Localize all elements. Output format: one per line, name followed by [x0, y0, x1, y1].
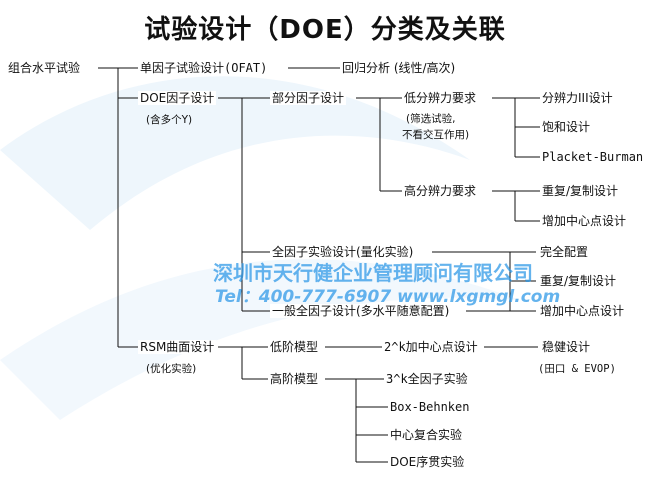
node-low-order: 低阶模型: [268, 340, 321, 354]
node-fractional: 部分因子设计: [270, 91, 347, 105]
node-low-order-design: 2^k加中心点设计: [382, 340, 480, 354]
node-ofat: 单因子试验设计(OFAT): [138, 61, 270, 75]
node-low-res: 低分辨力要求: [402, 91, 479, 105]
node-high-order: 高阶模型: [268, 372, 321, 386]
note-low-res-2: 不看交互作用): [402, 129, 470, 141]
node-res3: 分辨力III设计: [540, 91, 615, 105]
note-low-res-1: (筛选试验,: [406, 113, 456, 125]
node-root: 组合水平试验: [6, 61, 83, 75]
note-doe: (含多个Y): [146, 114, 193, 126]
node-high-rep: 重复/复制设计: [540, 184, 621, 198]
node-plackett: Placket-Burman: [540, 150, 646, 164]
node-full-rep: 重复/复制设计: [538, 274, 619, 288]
node-robust: 稳健设计: [540, 340, 593, 354]
node-doe: DOE因子设计: [138, 91, 217, 105]
node-high-res: 高分辨力要求: [402, 184, 479, 198]
watermark-contact: Tel：400-777-6907 www.lxgmgl.com: [215, 287, 561, 307]
node-regression: 回归分析 (线性/高次): [340, 61, 458, 75]
node-high-center: 增加中心点设计: [540, 214, 629, 228]
node-rsm: RSM曲面设计: [138, 340, 217, 354]
node-box: Box-Behnken: [388, 400, 472, 414]
node-full-config: 完全配置: [538, 245, 591, 259]
page-title: 试验设计（DOE）分类及关联: [144, 15, 506, 45]
note-robust: (田口 & EVOP): [538, 363, 616, 375]
node-saturated: 饱和设计: [540, 120, 593, 134]
node-general-full: 一般全因子设计(多水平随意配置): [270, 304, 452, 318]
node-seq: DOE序贯实验: [388, 455, 467, 469]
node-3k: 3^k全因子实验: [384, 372, 470, 386]
note-rsm: (优化实验): [146, 363, 197, 375]
node-ccd: 中心复合实验: [388, 428, 465, 442]
node-full-center: 增加中心点设计: [538, 304, 627, 318]
node-full: 全因子实验设计(量化实验): [270, 245, 416, 259]
watermark-company: 深圳市天行健企业管理顾问有限公司: [213, 261, 533, 285]
